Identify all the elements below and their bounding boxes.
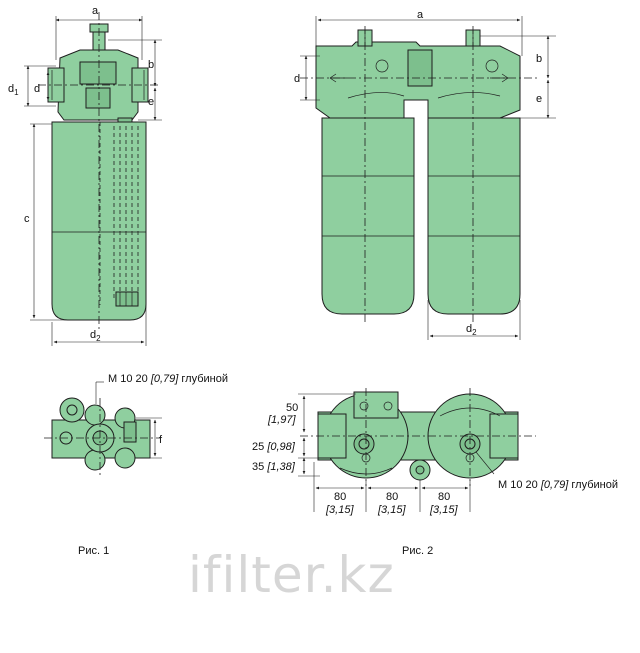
fig1-top-labels: M 10 20 [0,79] глубиной f Рис. 1 — [78, 373, 228, 557]
fig1-dim-c: c — [24, 213, 30, 225]
fig2-dim-80-b-in: [3,15] — [377, 504, 406, 516]
fig2-dim-25: 25 [0,98] — [252, 441, 296, 453]
fig2-dim-80-c-in: [3,15] — [429, 504, 458, 516]
fig2-dim-50: 50 — [286, 402, 298, 414]
fig1-dim-e: e — [148, 96, 154, 108]
fig2-dim-80-a: 80 — [334, 491, 346, 503]
fig1-dim-d1: d1 — [8, 83, 19, 97]
fig2-caption: Рис. 2 — [402, 545, 433, 557]
fig1-dim-d: d — [34, 83, 40, 95]
fig2-dim-80-b: 80 — [386, 491, 398, 503]
fig1-dim-d2: d2 — [90, 329, 101, 343]
fig2-dim-50-in: [1,97] — [267, 414, 296, 426]
fig1-top-view — [44, 381, 162, 476]
fig2-dim-e: e — [536, 93, 542, 105]
fig2-top-labels: 50 [1,97] 25 [0,98] 35 [1,38] 80 [3,15] … — [252, 402, 618, 557]
fig1-dim-a: a — [92, 5, 99, 17]
fig2-thread-note: M 10 20 [0,79] глубиной — [498, 479, 618, 491]
fig2-labels: a b e d d2 — [294, 9, 542, 337]
fig1-front-view — [24, 12, 162, 346]
fig1-thread-note: M 10 20 [0,79] глубиной — [108, 373, 228, 385]
fig1-labels: a b e d d1 c d2 — [8, 5, 154, 343]
fig1-dim-f: f — [159, 434, 163, 446]
fig2-dim-80-c: 80 — [438, 491, 450, 503]
fig1-caption: Рис. 1 — [78, 545, 109, 557]
fig2-front-view — [300, 16, 556, 340]
fig2-dim-35: 35 [1,38] — [252, 461, 296, 473]
fig2-dim-d: d — [294, 73, 300, 85]
fig2-dim-b: b — [536, 53, 542, 65]
watermark-text: ifilter.kz — [188, 546, 395, 604]
fig2-top-view — [298, 388, 536, 512]
fig2-dim-a: a — [417, 9, 424, 21]
fig2-dim-d2: d2 — [466, 323, 477, 337]
fig1-dim-b: b — [148, 59, 154, 71]
fig2-dim-80-a-in: [3,15] — [325, 504, 354, 516]
